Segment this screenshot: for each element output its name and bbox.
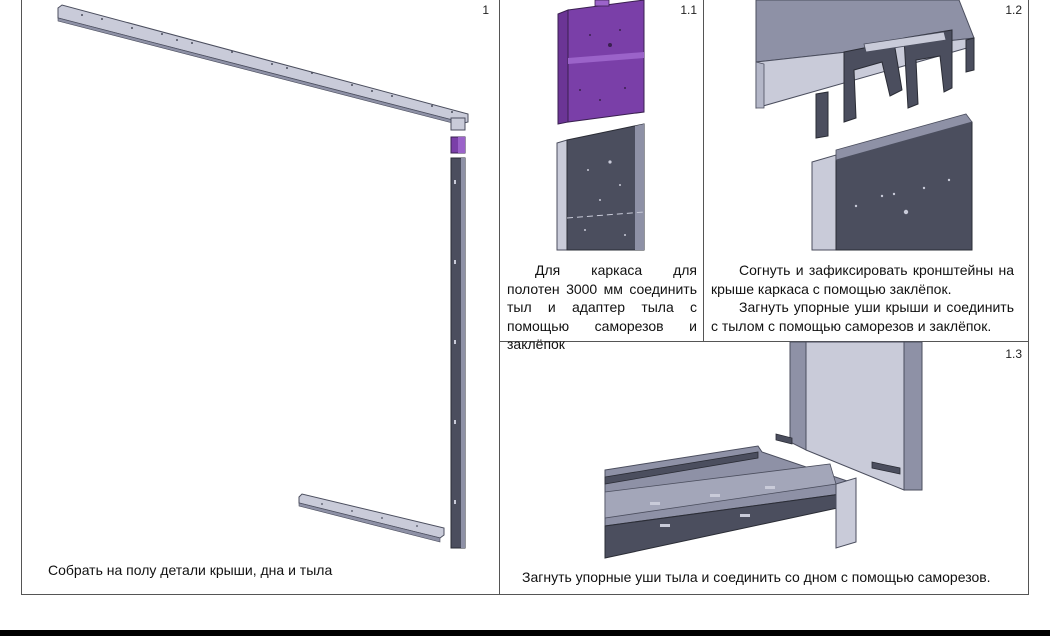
divider-step11-12 xyxy=(703,0,704,342)
step-1-1-caption: Для каркаса для полотен 3000 мм соединит… xyxy=(507,261,697,354)
back-and-adapter-illustration xyxy=(556,0,645,251)
divider-step1 xyxy=(499,0,500,595)
frame-right xyxy=(1028,0,1029,595)
step-1-2-caption: Согнуть и зафиксировать кронштейны на кр… xyxy=(711,261,1014,335)
step-1-caption: Собрать на полу детали крыши, дна и тыла xyxy=(48,562,333,578)
step-number: 1 xyxy=(482,3,489,17)
step-1-1-panel: 1.1 Для каркаса для полотен 3000 мм соед… xyxy=(500,0,703,352)
roof-brackets-illustration xyxy=(755,0,975,251)
step-1-3-caption: Загнуть упорные уши тыла и соединить со … xyxy=(522,569,991,585)
step-1-2-line-2: Загнуть упорные уши крыши и соединить с … xyxy=(711,299,1014,334)
step-1-2-panel: 1.2 Согнуть и зафиксировать кронштейны н… xyxy=(704,0,1028,341)
bottom-black-bar xyxy=(0,630,1050,636)
step-number: 1.3 xyxy=(1005,347,1022,361)
step-number: 1.1 xyxy=(680,3,697,17)
step-1-1-text: Для каркаса для полотен 3000 мм соединит… xyxy=(507,262,697,352)
divider-horizontal xyxy=(499,341,1029,342)
roof-bottom-back-parts-illustration xyxy=(57,4,469,549)
back-and-bottom-illustration xyxy=(604,341,923,559)
step-1-3-panel: 1.3 Загнуть упорные уши тыла и соединить… xyxy=(500,341,1028,594)
frame-bottom xyxy=(21,594,1029,595)
frame-left xyxy=(21,0,22,595)
step-1-2-line-1: Согнуть и зафиксировать кронштейны на кр… xyxy=(711,262,1014,297)
step-number: 1.2 xyxy=(1005,3,1022,17)
step-1-panel: 1 Собрать на полу детали кр xyxy=(22,0,499,594)
